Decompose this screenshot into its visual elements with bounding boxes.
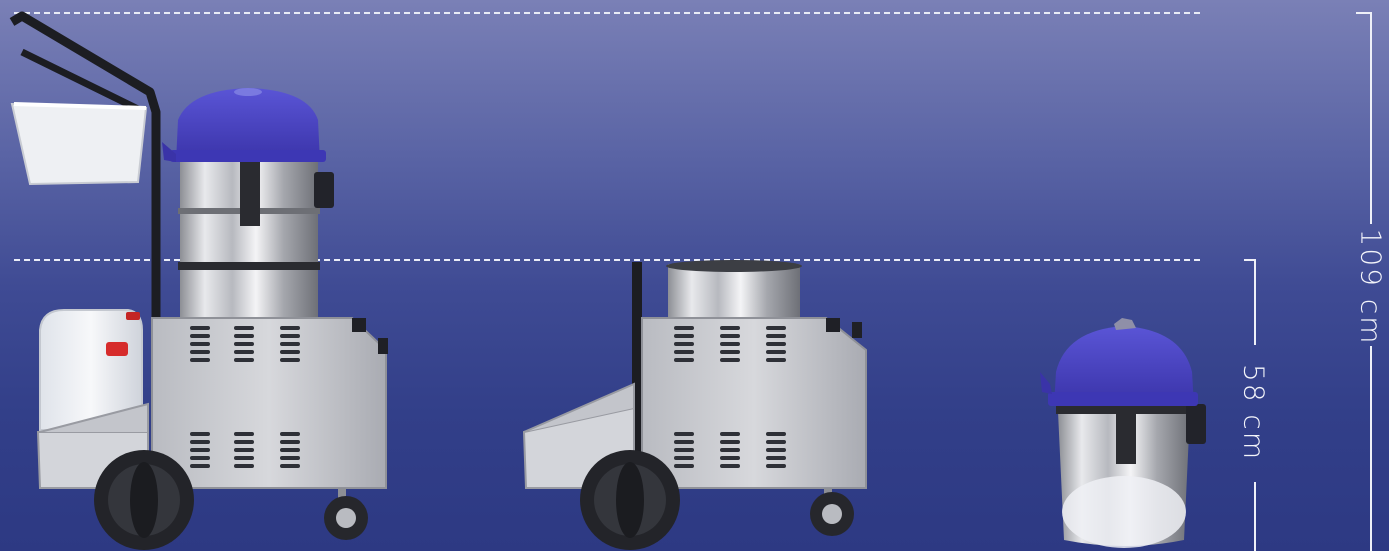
- full-height-line-upper: [1370, 12, 1372, 224]
- base-height-line-upper: [1254, 259, 1256, 345]
- base-machine: [522, 260, 867, 550]
- canister-unit: [1040, 318, 1206, 548]
- middle-height-guide: [14, 259, 1200, 261]
- full-height-top-tick: [1356, 12, 1372, 14]
- top-height-guide: [14, 12, 1200, 14]
- full-machine: [9, 11, 388, 550]
- base-height-top-tick: [1244, 259, 1256, 261]
- full-height-line-lower: [1370, 346, 1372, 551]
- base-height-line-lower: [1254, 482, 1256, 551]
